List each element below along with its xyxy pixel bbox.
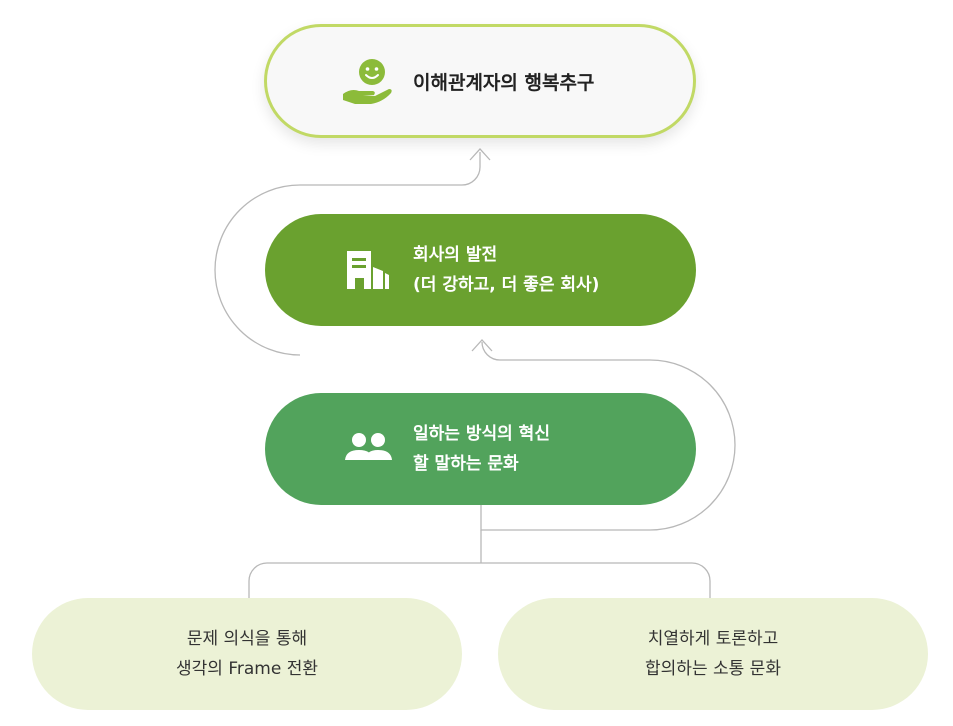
building-icon: [347, 251, 389, 289]
connector-branch-right: [481, 562, 711, 599]
debate-culture-line1: 치열하게 토론하고: [647, 629, 779, 649]
company-growth-title: 회사의 발전: [413, 245, 498, 265]
smile-hand-icon: [343, 59, 392, 104]
debate-culture-node: 치열하게 토론하고 합의하는 소통 문화: [498, 598, 928, 710]
problem-awareness-line1: 문제 의식을 통해: [186, 629, 308, 649]
work-innovation-node: 일하는 방식의 혁신 할 말하는 문화: [265, 393, 696, 505]
work-innovation-title: 일하는 방식의 혁신: [413, 424, 550, 444]
connector-branch-left: [248, 562, 481, 599]
problem-awareness-node: 문제 의식을 통해 생각의 Frame 전환: [32, 598, 462, 710]
company-growth-subtitle: (더 강하고, 더 좋은 회사): [413, 275, 600, 295]
company-growth-node: 회사의 발전 (더 강하고, 더 좋은 회사): [265, 214, 696, 326]
work-innovation-subtitle: 할 말하는 문화: [413, 454, 519, 474]
arrow-head-top: [469, 148, 491, 161]
connector-lower-to-middle: [480, 341, 736, 531]
arrow-head-middle: [471, 339, 493, 352]
connector-middle-to-top: [214, 152, 481, 356]
goal-title: 이해관계자의 행복추구: [413, 71, 595, 94]
people-icon: [345, 433, 392, 460]
debate-culture-line2: 합의하는 소통 문화: [645, 659, 781, 679]
goal-node: 이해관계자의 행복추구: [264, 24, 696, 138]
problem-awareness-line2: 생각의 Frame 전환: [176, 659, 318, 679]
